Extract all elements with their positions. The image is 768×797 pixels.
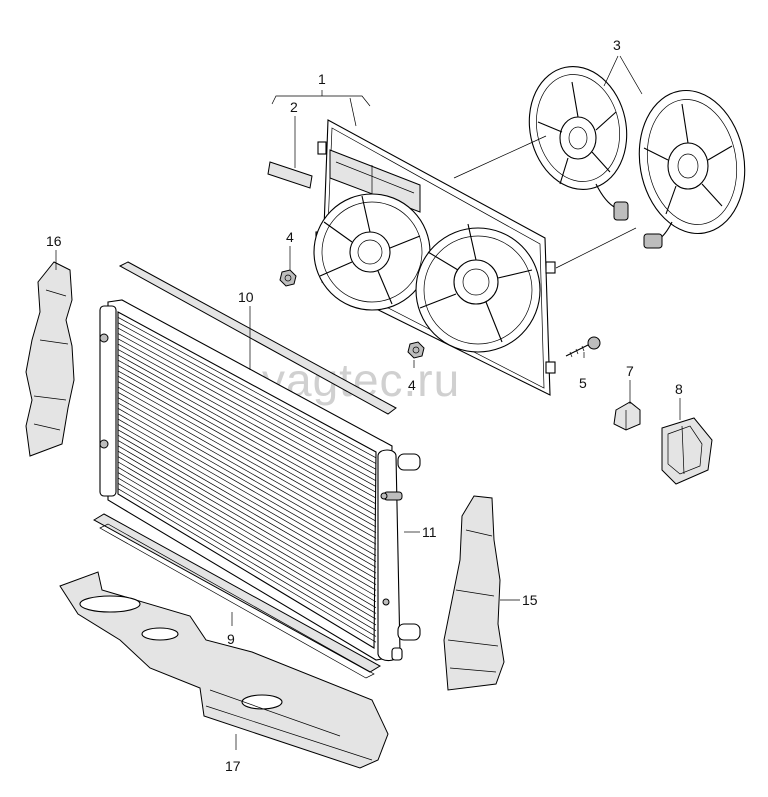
radiator-fin-line xyxy=(117,477,377,632)
label-10: 10 xyxy=(238,289,254,305)
radiator-fin-line xyxy=(117,418,377,568)
radiator-fin-line xyxy=(117,408,377,557)
radiator-fin-line xyxy=(117,370,377,516)
label-16: 16 xyxy=(46,233,62,249)
radiator-fin-line xyxy=(117,488,377,643)
radiator-fin-line xyxy=(117,482,377,637)
label-7: 7 xyxy=(626,363,634,379)
radiator-fin-line xyxy=(117,386,377,534)
radiator-fin-line xyxy=(117,434,377,585)
radiator-fin-line xyxy=(117,424,377,574)
nut-upper xyxy=(279,269,297,287)
radiator-fin-line xyxy=(117,472,377,626)
side-tank xyxy=(377,449,421,662)
label-9: 9 xyxy=(227,631,235,647)
radiator-fin-line xyxy=(117,359,377,505)
label-8: 8 xyxy=(675,381,683,397)
label-3: 3 xyxy=(613,37,621,53)
radiator-fin-line xyxy=(117,402,377,551)
radiator-fin-line xyxy=(117,397,377,545)
radiator-fin-line xyxy=(117,413,377,562)
radiator-fin-line xyxy=(117,327,377,470)
radiator-fin-line xyxy=(117,317,377,459)
radiator-fin-line xyxy=(117,333,377,476)
radiator xyxy=(99,299,393,661)
radiator-fin-line xyxy=(117,343,377,487)
nut-lower xyxy=(407,341,425,359)
radiator-fin-line xyxy=(117,365,377,510)
upper-seal-strip xyxy=(118,261,397,415)
radiator-fin-line xyxy=(117,466,377,620)
fan-shroud xyxy=(313,119,556,396)
radiator-fin-line xyxy=(117,440,377,591)
callout-numbers: 1 2 3 4 4 5 7 8 9 10 11 15 16 17 xyxy=(46,37,683,774)
radiator-fans xyxy=(528,65,746,249)
radiator-fin-line xyxy=(117,429,377,580)
radiator-fin-line xyxy=(117,450,377,603)
radiator-fin-line xyxy=(117,354,377,499)
radiator-fin-line xyxy=(117,375,377,522)
radiator-fin-line xyxy=(117,456,377,608)
label-4b: 4 xyxy=(408,377,416,393)
label-2: 2 xyxy=(290,99,298,115)
left-air-guide xyxy=(25,261,75,457)
mounting-bracket xyxy=(661,417,713,485)
label-plate xyxy=(267,161,313,189)
radiator-fin-line xyxy=(117,461,377,614)
label-5: 5 xyxy=(579,375,587,391)
label-1: 1 xyxy=(318,71,326,87)
leader-lines xyxy=(55,55,681,750)
radiator-fin-line xyxy=(117,338,377,482)
lower-seal-strip xyxy=(92,513,382,679)
label-15: 15 xyxy=(522,592,538,608)
label-4a: 4 xyxy=(286,229,294,245)
right-air-guide xyxy=(443,495,505,691)
radiator-fins xyxy=(117,317,377,643)
radiator-fin-line xyxy=(117,445,377,597)
radiator-fin-line xyxy=(117,349,377,493)
retaining-clip xyxy=(613,401,641,431)
screw xyxy=(565,336,601,358)
radiator-fin-line xyxy=(117,322,377,464)
lower-air-duct xyxy=(59,571,389,769)
label-17: 17 xyxy=(225,758,241,774)
radiator-fin-line xyxy=(117,381,377,528)
label-11: 11 xyxy=(422,524,437,540)
radiator-fin-line xyxy=(117,391,377,539)
